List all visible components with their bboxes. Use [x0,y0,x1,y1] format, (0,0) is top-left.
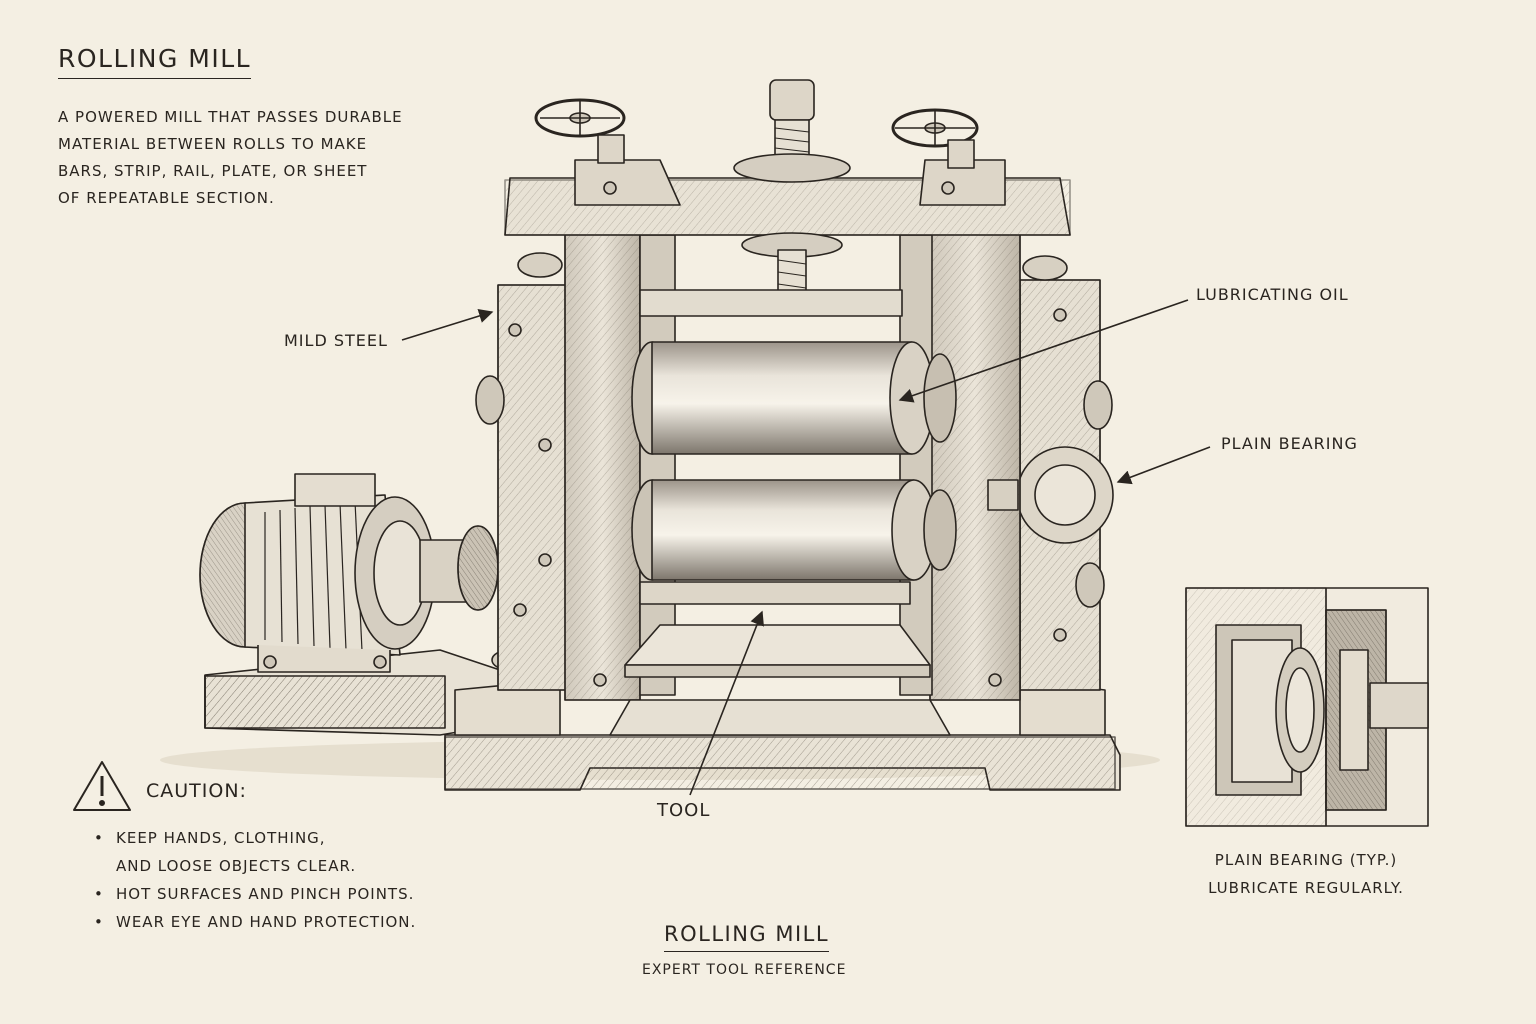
caution-heading: CAUTION: [146,780,247,802]
caution-list: KEEP HANDS, CLOTHING, AND LOOSE OBJECTS … [94,824,416,936]
description-line: OF REPEATABLE SECTION. [58,189,275,207]
mill-base [444,649,1121,791]
footer-subtitle: EXPERT TOOL REFERENCE [642,962,847,978]
description: A POWERED MILL THAT PASSES DURABLE MATER… [58,104,438,212]
description-line: BARS, STRIP, RAIL, PLATE, OR SHEET [58,162,368,180]
callout-arrows [401,299,1211,796]
inset-caption-line: PLAIN BEARING (TYP.) [1214,851,1398,869]
caution-item-line: HOT SURFACES AND PINCH POINTS. [116,885,415,903]
page-title: ROLLING MILL [58,44,252,79]
caution-item-line: KEEP HANDS, CLOTHING, [116,829,326,847]
label-plain-bearing: PLAIN BEARING [1221,434,1358,453]
upper-chock-bar [639,289,903,317]
top-crossbeam [504,159,1071,236]
label-tool: TOOL [657,800,711,821]
description-line: MATERIAL BETWEEN ROLLS TO MAKE [58,135,368,153]
caution-item: HOT SURFACES AND PINCH POINTS. [94,880,416,908]
label-lubricating-oil: LUBRICATING OIL [1196,285,1349,304]
footer-title: ROLLING MILL [664,922,830,952]
label-mild-steel: MILD STEEL [284,331,388,350]
left-side-housing [475,252,579,691]
right-handwheel [891,108,979,169]
inset-caption-line: LUBRICATE REGULARLY. [1208,879,1404,897]
left-handwheel [534,98,626,164]
right-side-housing [1016,255,1114,691]
frame-posts [564,209,1021,701]
description-line: A POWERED MILL THAT PASSES DURABLE [58,108,403,126]
inset-caption: PLAIN BEARING (TYP.) LUBRICATE REGULARLY… [1196,846,1416,902]
electric-motor [199,473,499,673]
caution-warning-icon [73,761,131,811]
caution-item-line: AND LOOSE OBJECTS CLEAR. [116,857,357,875]
caution-item: KEEP HANDS, CLOTHING, AND LOOSE OBJECTS … [94,824,416,880]
caution-item: WEAR EYE AND HAND PROTECTION. [94,908,416,936]
work-table [609,581,951,736]
lower-roll [631,479,957,581]
caution-item-line: WEAR EYE AND HAND PROTECTION. [116,913,417,931]
bearing-inset-detail [1185,587,1429,827]
center-screw [733,79,851,293]
